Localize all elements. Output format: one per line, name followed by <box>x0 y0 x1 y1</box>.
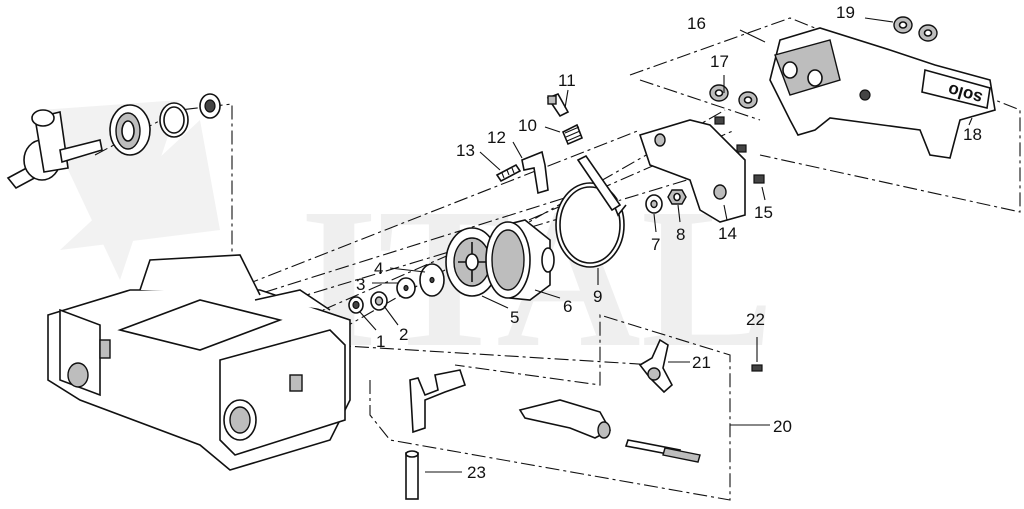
o-ring <box>159 102 189 138</box>
brake-spring-part-10 <box>561 123 584 146</box>
oil-seal <box>199 93 221 119</box>
callout-4: 4 <box>374 259 383 278</box>
tensioner-assembly-part-20 <box>409 369 701 463</box>
clutch-drum-part-6 <box>485 219 555 301</box>
pin-part-11 <box>546 92 570 118</box>
callout-14: 14 <box>718 224 737 243</box>
pin-part-23 <box>405 450 419 500</box>
callout-16: 16 <box>687 14 706 33</box>
callout-7: 7 <box>651 235 660 254</box>
callout-6: 6 <box>563 297 572 316</box>
screw-part-15 <box>714 116 765 184</box>
callout-21: 21 <box>692 353 711 372</box>
screw-part-13 <box>495 163 522 183</box>
nut-part-8 <box>667 189 687 205</box>
callout-20: 20 <box>773 417 792 436</box>
callout-17: 17 <box>710 52 729 71</box>
nut-part-19 <box>893 16 938 42</box>
callout-15: 15 <box>754 203 773 222</box>
cover-plate-part-14 <box>638 119 746 223</box>
callout-11: 11 <box>558 71 576 90</box>
washer-part-7 <box>645 194 663 214</box>
callout-10: 10 <box>518 116 537 135</box>
crankcase-housing <box>47 254 351 471</box>
callout-23: 23 <box>467 463 486 482</box>
callout-12: 12 <box>487 128 506 147</box>
callout-19: 19 <box>836 3 855 22</box>
washer-part-2 <box>370 291 388 311</box>
nut-part-17 <box>709 84 758 109</box>
chain-cover-part-18: solo <box>769 27 996 159</box>
lever-part-12 <box>521 150 549 195</box>
clutch-part-5 <box>445 227 499 297</box>
crank-bearing <box>109 104 151 156</box>
callout-8: 8 <box>676 225 685 244</box>
callout-1: 1 <box>376 332 385 351</box>
callout-13: 13 <box>456 141 475 160</box>
screw-part-22 <box>751 364 763 372</box>
nut-part-1 <box>348 296 364 314</box>
leader-lines <box>359 17 973 473</box>
washer-part-3 <box>396 277 416 299</box>
callout-5: 5 <box>510 308 519 327</box>
disc-part-4 <box>419 263 445 297</box>
callout-9: 9 <box>593 287 602 306</box>
callout-3: 3 <box>356 275 365 294</box>
callout-labels: 1 2 3 4 5 6 7 8 9 10 11 12 13 14 15 16 1… <box>356 3 982 482</box>
callout-2: 2 <box>399 325 408 344</box>
wing-nut-part-21 <box>638 338 674 394</box>
callout-22: 22 <box>746 310 765 329</box>
brake-rod <box>576 154 622 212</box>
crankshaft <box>6 109 103 190</box>
callout-18: 18 <box>963 125 982 144</box>
